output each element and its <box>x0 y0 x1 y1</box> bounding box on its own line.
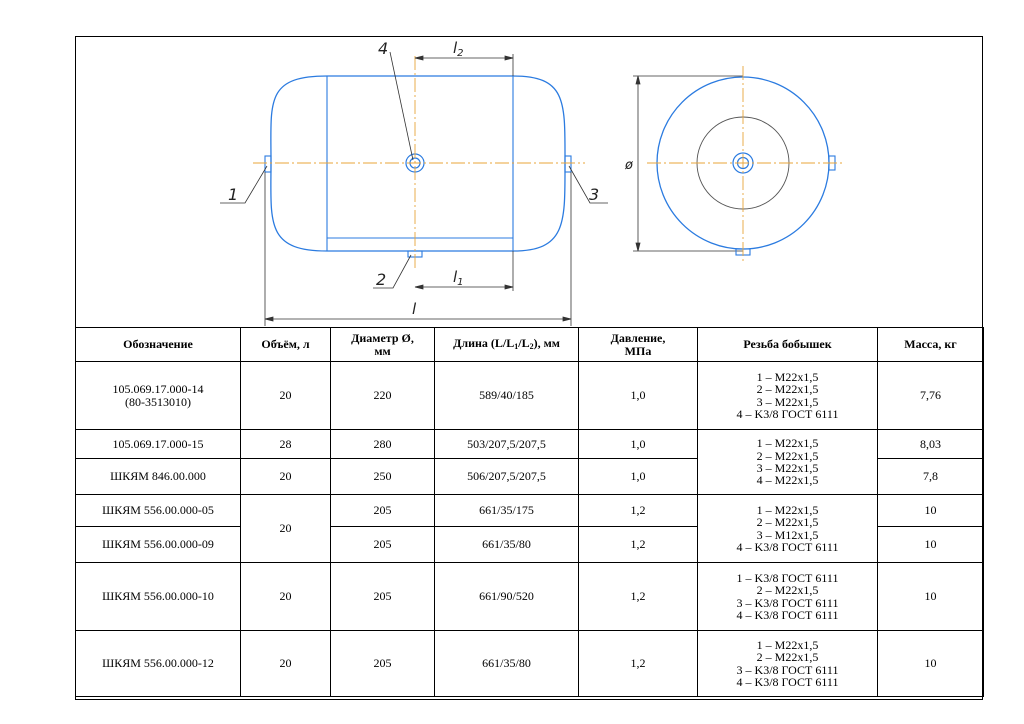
cell-pressure: 1,0 <box>578 361 698 430</box>
dim-l1-label: l1 <box>453 268 464 288</box>
table-row: 105.069.17.000-15 28 280 503/207,5/207,5… <box>75 429 984 495</box>
header-designation: Обозначение <box>75 327 241 362</box>
cell-length: 661/90/520 <box>434 562 579 631</box>
cell-pressure: 1,2 <box>578 630 698 697</box>
dim-diameter-arrow-bottom <box>635 242 641 252</box>
cell-mass: 8,03 <box>877 429 984 459</box>
side-view <box>253 56 585 268</box>
cell-volume: 20 <box>240 630 331 697</box>
header-pressure: Давление,МПа <box>578 327 698 362</box>
cell-mass: 7,8 <box>877 458 984 495</box>
drawing-canvas: l2 l1 l 4 1 2 3 ø <box>220 39 843 326</box>
cell-diameter: 205 <box>330 494 435 527</box>
dim-diameter-arrow-top <box>635 75 641 85</box>
cell-designation: ШКЯМ 556.00.000-09 <box>75 526 241 563</box>
cell-diameter: 205 <box>330 562 435 631</box>
cell-mass: 10 <box>877 630 984 697</box>
callout-1-label: 1 <box>228 185 238 204</box>
dim-l2-arrow-left <box>414 55 424 61</box>
callout-4-label: 4 <box>378 39 388 58</box>
dim-l1-arrow-right <box>504 284 514 290</box>
cell-diameter: 205 <box>330 526 435 563</box>
cell-pressure: 1,2 <box>578 562 698 631</box>
header-volume: Объём, л <box>240 327 331 362</box>
cell-length: 506/207,5/207,5 <box>434 458 579 495</box>
leader-2 <box>373 254 412 289</box>
cell-mass: 10 <box>877 562 984 631</box>
left-dome <box>270 75 328 252</box>
callout-3-label: 3 <box>589 185 599 204</box>
cell-length: 661/35/80 <box>434 526 579 563</box>
specification-table: Обозначение Объём, л Диаметр Ø,мм Длина … <box>75 327 984 697</box>
boss-3 <box>564 155 572 173</box>
cell-designation: ШКЯМ 556.00.000-10 <box>75 562 241 631</box>
table-row: 105.069.17.000-14(80-3513010) 20 220 589… <box>75 361 984 430</box>
cell-pressure: 1,0 <box>578 429 698 459</box>
cell-designation: 105.069.17.000-14(80-3513010) <box>75 361 241 430</box>
cell-length: 503/207,5/207,5 <box>434 429 579 459</box>
dim-l-arrow-right <box>562 316 572 322</box>
dim-l-label: l <box>412 300 417 318</box>
dim-diameter-label: ø <box>624 158 634 173</box>
cell-designation: 105.069.17.000-15 <box>75 429 241 459</box>
cell-designation: ШКЯМ 556.00.000-12 <box>75 630 241 697</box>
header-length: Длина (L/L1/L2), мм <box>434 327 579 362</box>
cell-volume: 20 <box>240 494 331 563</box>
cell-designation: ШКЯМ 556.00.000-05 <box>75 494 241 527</box>
header-thread: Резьба бобышек <box>697 327 878 362</box>
cell-volume: 20 <box>240 361 331 430</box>
cell-length: 661/35/80 <box>434 630 579 697</box>
cell-mass: 7,76 <box>877 361 984 430</box>
dim-l1-arrow-left <box>414 284 424 290</box>
leader-4 <box>389 51 414 161</box>
header-diameter: Диаметр Ø,мм <box>330 327 435 362</box>
table-row: ШКЯМ 556.00.000-10 20 205 661/90/520 1,2… <box>75 562 984 631</box>
callout-2-label: 2 <box>376 270 386 289</box>
cell-diameter: 205 <box>330 630 435 697</box>
cell-length: 589/40/185 <box>434 361 579 430</box>
cell-designation: ШКЯМ 846.00.000 <box>75 458 241 495</box>
dim-l2-label: l2 <box>453 39 464 59</box>
cell-volume: 20 <box>240 562 331 631</box>
cell-pressure: 1,2 <box>578 526 698 563</box>
cell-diameter: 250 <box>330 458 435 495</box>
table-row: ШКЯМ 556.00.000-12 20 205 661/35/80 1,2 … <box>75 630 984 697</box>
dim-l2-arrow-right <box>504 55 514 61</box>
header-mass: Масса, кг <box>877 327 984 362</box>
right-dome <box>512 75 566 252</box>
cell-mass: 10 <box>877 526 984 563</box>
cell-pressure: 1,0 <box>578 458 698 495</box>
cell-length: 661/35/175 <box>434 494 579 527</box>
cell-volume: 28 <box>240 429 331 459</box>
technical-drawing: l2 l1 l 4 1 2 3 ø <box>75 36 983 328</box>
leader-3 <box>568 165 608 204</box>
table-header-row: Обозначение Объём, л Диаметр Ø,мм Длина … <box>75 327 984 362</box>
cell-mass: 10 <box>877 494 984 527</box>
dim-l-arrow-left <box>264 316 274 322</box>
front-view <box>647 66 843 262</box>
table-row: ШКЯМ 556.00.000-05 20 205 661/35/175 1,2… <box>75 494 984 563</box>
cell-pressure: 1,2 <box>578 494 698 527</box>
boss-1 <box>264 155 272 173</box>
cell-diameter: 280 <box>330 429 435 459</box>
cell-diameter: 220 <box>330 361 435 430</box>
leader-1 <box>220 165 268 204</box>
cell-volume: 20 <box>240 458 331 495</box>
dimensions <box>220 51 743 326</box>
